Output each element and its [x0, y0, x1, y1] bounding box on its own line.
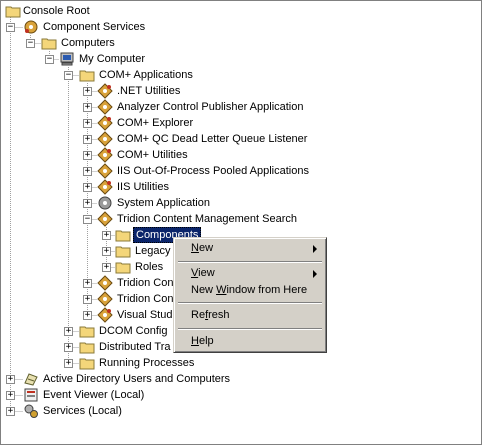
menu-item-label: iew	[198, 267, 215, 279]
expand-roles[interactable]: +	[102, 262, 111, 272]
menu-item-help[interactable]: Help	[177, 333, 323, 350]
com-application-icon	[97, 211, 113, 227]
collapse-com-applications[interactable]: −	[64, 70, 73, 80]
expand-components[interactable]: +	[102, 230, 111, 240]
expand-app[interactable]: +	[83, 86, 92, 96]
menu-item-label: elp	[198, 335, 214, 347]
expand-active-directory[interactable]: +	[6, 374, 15, 384]
menu-item-new[interactable]: New	[177, 240, 323, 257]
expand-app[interactable]: +	[83, 278, 92, 288]
com-application-icon	[97, 115, 113, 131]
menu-separator	[178, 261, 322, 263]
menu-mnemonic: H	[191, 335, 199, 347]
menu-mnemonic: N	[191, 242, 199, 254]
expand-services[interactable]: +	[6, 406, 15, 416]
com-application-icon	[97, 179, 113, 195]
com-application-icon	[97, 163, 113, 179]
expand-app[interactable]: +	[83, 150, 92, 160]
menu-item-label: Re	[191, 309, 206, 321]
folder-icon	[79, 326, 95, 338]
menu-separator	[178, 302, 322, 304]
context-menu: New View New Window from Here Refresh He…	[173, 237, 327, 353]
folder-icon	[79, 358, 95, 370]
collapse-tridion-cms[interactable]: −	[83, 214, 92, 224]
com-application-icon	[97, 147, 113, 163]
expand-event-viewer[interactable]: +	[6, 390, 15, 400]
submenu-arrow-icon	[313, 245, 317, 253]
menu-item-label: New	[191, 284, 217, 296]
com-application-icon	[97, 307, 113, 323]
com-application-icon	[97, 291, 113, 307]
collapse-component-services[interactable]: −	[6, 22, 15, 32]
expand-app[interactable]: +	[83, 102, 92, 112]
folder-icon	[79, 342, 95, 354]
menu-item-new-window[interactable]: New Window from Here	[177, 282, 323, 299]
expand-app[interactable]: +	[83, 198, 92, 208]
menu-mnemonic: W	[216, 284, 227, 296]
com-application-icon	[97, 99, 113, 115]
expand-app[interactable]: +	[83, 294, 92, 304]
component-services-icon	[24, 20, 38, 34]
expand-distributed-transaction[interactable]: +	[64, 342, 73, 352]
collapse-computers[interactable]: −	[26, 38, 35, 48]
menu-item-label: indow from Here	[226, 284, 308, 296]
menu-mnemonic: f	[205, 309, 209, 321]
menu-item-label: resh	[208, 309, 230, 321]
com-application-icon	[97, 83, 113, 99]
expand-dcom-config[interactable]: +	[64, 326, 73, 336]
com-application-icon	[97, 275, 113, 291]
folder-icon	[115, 262, 131, 274]
services-gear-icon	[24, 404, 38, 418]
collapse-my-computer[interactable]: −	[45, 54, 54, 64]
expand-app[interactable]: +	[83, 182, 92, 192]
expand-app[interactable]: +	[83, 134, 92, 144]
system-application-icon	[98, 196, 112, 210]
expand-app[interactable]: +	[83, 310, 92, 320]
com-application-icon	[97, 131, 113, 147]
expand-app[interactable]: +	[83, 166, 92, 176]
folder-icon	[115, 246, 131, 258]
folder-open-icon	[79, 70, 95, 82]
expand-running-processes[interactable]: +	[64, 358, 73, 368]
folder-icon	[5, 6, 21, 18]
menu-item-refresh[interactable]: Refresh	[177, 307, 323, 324]
active-directory-icon	[24, 373, 38, 386]
expand-legacy[interactable]: +	[102, 246, 111, 256]
menu-item-label: ew	[198, 242, 214, 254]
computer-icon	[60, 52, 74, 66]
folder-icon	[115, 230, 131, 242]
expand-app[interactable]: +	[83, 118, 92, 128]
menu-item-view[interactable]: View	[177, 265, 323, 282]
menu-separator	[178, 328, 322, 330]
submenu-arrow-icon	[313, 270, 317, 278]
event-viewer-icon	[24, 388, 38, 402]
folder-open-icon	[41, 38, 57, 50]
menu-mnemonic: V	[191, 267, 199, 279]
